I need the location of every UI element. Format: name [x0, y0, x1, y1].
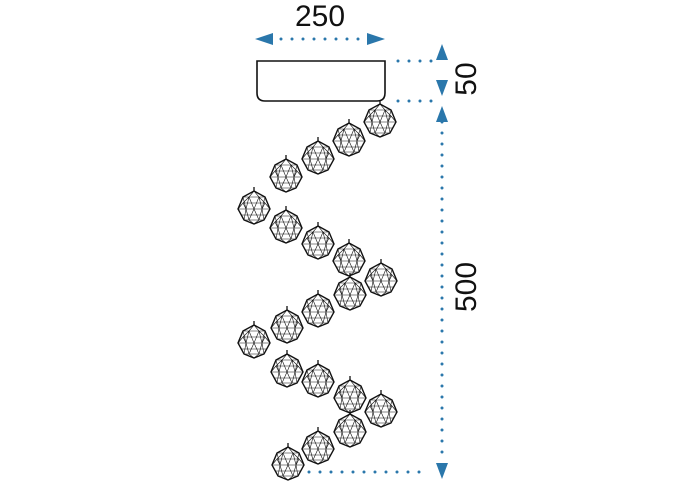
crystal-ball-icon: [332, 118, 366, 157]
crystal-ball-icon: [301, 359, 335, 398]
up-arrow-icon: [436, 44, 448, 60]
crystal-ball-icon: [332, 238, 366, 277]
base-height-dimension: 50: [436, 44, 483, 96]
down-arrow-icon: [436, 463, 448, 479]
drop-height-dimension: 500: [436, 106, 483, 479]
crystal-ball-icon: [333, 375, 367, 414]
crystal-ball-icon: [333, 409, 367, 448]
up-arrow-icon: [436, 106, 448, 122]
crystal-pendants: [237, 99, 398, 481]
base-height-label: 50: [450, 62, 483, 95]
crystal-ball-icon: [364, 389, 398, 428]
crystal-ball-icon: [301, 136, 335, 175]
right-arrow-icon: [367, 33, 385, 45]
crystal-ball-icon: [301, 289, 335, 328]
crystal-ball-icon: [363, 99, 397, 138]
crystal-ball-icon: [301, 426, 335, 465]
drop-height-label: 500: [450, 262, 483, 312]
width-label: 250: [295, 0, 345, 33]
left-arrow-icon: [255, 33, 273, 45]
crystal-ball-icon: [237, 186, 271, 225]
crystal-ball-icon: [364, 258, 398, 297]
crystal-ball-icon: [270, 349, 304, 388]
crystal-ball-icon: [333, 272, 367, 311]
crystal-ball-icon: [271, 442, 305, 481]
crystal-ball-icon: [269, 154, 303, 193]
width-dimension: 250: [255, 0, 385, 45]
crystal-ball-icon: [270, 305, 304, 344]
crystal-ball-icon: [301, 221, 335, 260]
crystal-ball-icon: [237, 320, 271, 359]
lamp-base: [256, 60, 386, 102]
down-arrow-icon: [436, 80, 448, 96]
crystal-ball-icon: [269, 205, 303, 244]
